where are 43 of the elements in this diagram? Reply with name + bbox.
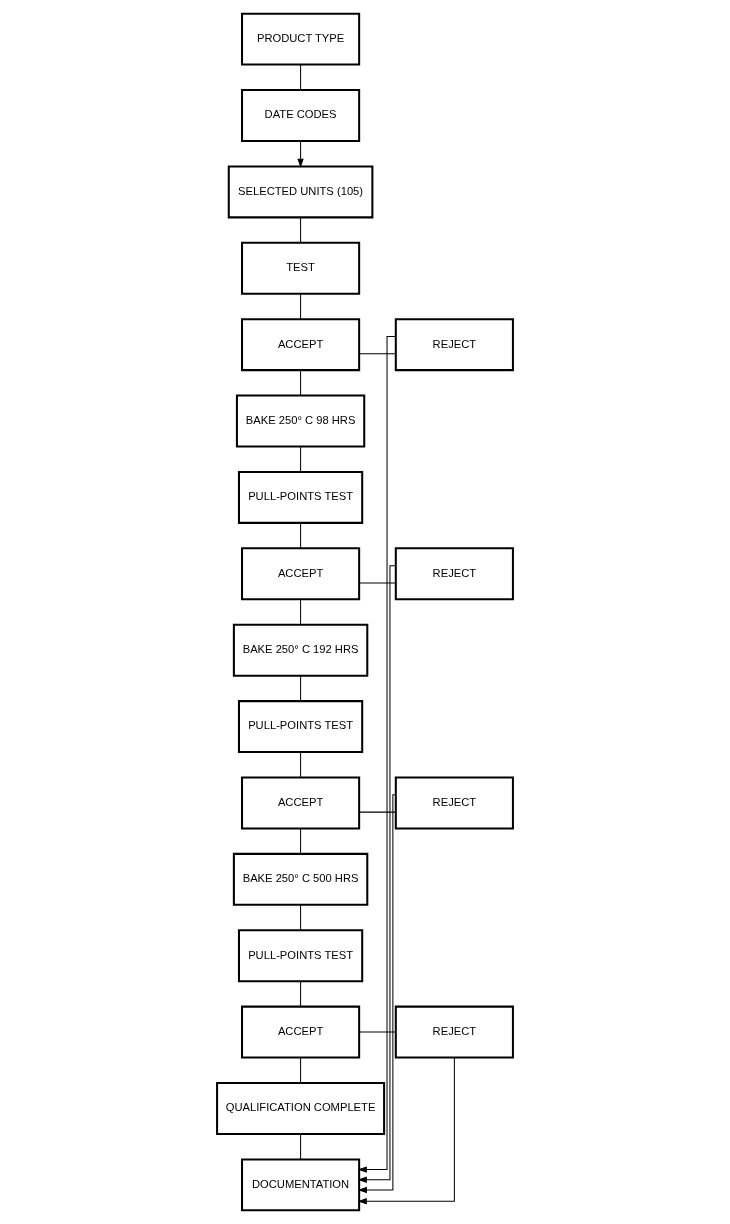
node-box: SELECTED UNITS (105) — [227, 165, 374, 219]
node-box: ACCEPT — [241, 318, 361, 372]
connector — [358, 353, 397, 355]
node-box: ACCEPT — [241, 776, 361, 830]
node-box: PRODUCT TYPE — [241, 12, 361, 66]
arrow — [357, 565, 396, 1183]
connector — [358, 811, 397, 813]
arrow — [297, 140, 304, 168]
node-box: PULL-POINTS TEST — [237, 700, 364, 754]
connector — [358, 582, 397, 584]
node-box: ACCEPT — [241, 547, 361, 601]
node-box: QUALIFICATION COMPLETE — [216, 1082, 386, 1135]
connector — [300, 828, 302, 855]
node-box: BAKE 250° C 500 HRS — [232, 852, 369, 906]
node-box: PULL-POINTS TEST — [237, 929, 364, 983]
connector — [300, 522, 302, 549]
node-box: REJECT — [394, 318, 514, 372]
connector — [300, 217, 302, 244]
connector — [300, 981, 302, 1008]
node-box: REJECT — [394, 547, 514, 601]
connector — [300, 1133, 302, 1160]
connector — [300, 64, 302, 91]
connector — [300, 599, 302, 626]
connector — [300, 751, 302, 778]
connector — [300, 904, 302, 931]
node-box: TEST — [241, 241, 361, 295]
connector — [300, 293, 302, 320]
arrow — [357, 794, 397, 1194]
node-box: DOCUMENTATION — [241, 1158, 361, 1212]
node-box: DATE CODES — [241, 89, 361, 142]
connector — [358, 1031, 397, 1033]
node-box: ACCEPT — [241, 1005, 361, 1059]
node-box: REJECT — [394, 776, 514, 830]
connector — [300, 446, 302, 473]
arrow — [357, 1057, 455, 1205]
node-box: BAKE 250° C 192 HRS — [232, 623, 369, 677]
connector — [300, 370, 302, 396]
node-box: REJECT — [394, 1005, 514, 1059]
connector — [300, 1057, 302, 1084]
arrow — [357, 336, 397, 1173]
connector — [300, 675, 302, 702]
node-box: PULL-POINTS TEST — [237, 470, 364, 524]
node-box: BAKE 250° C 98 HRS — [235, 394, 366, 448]
